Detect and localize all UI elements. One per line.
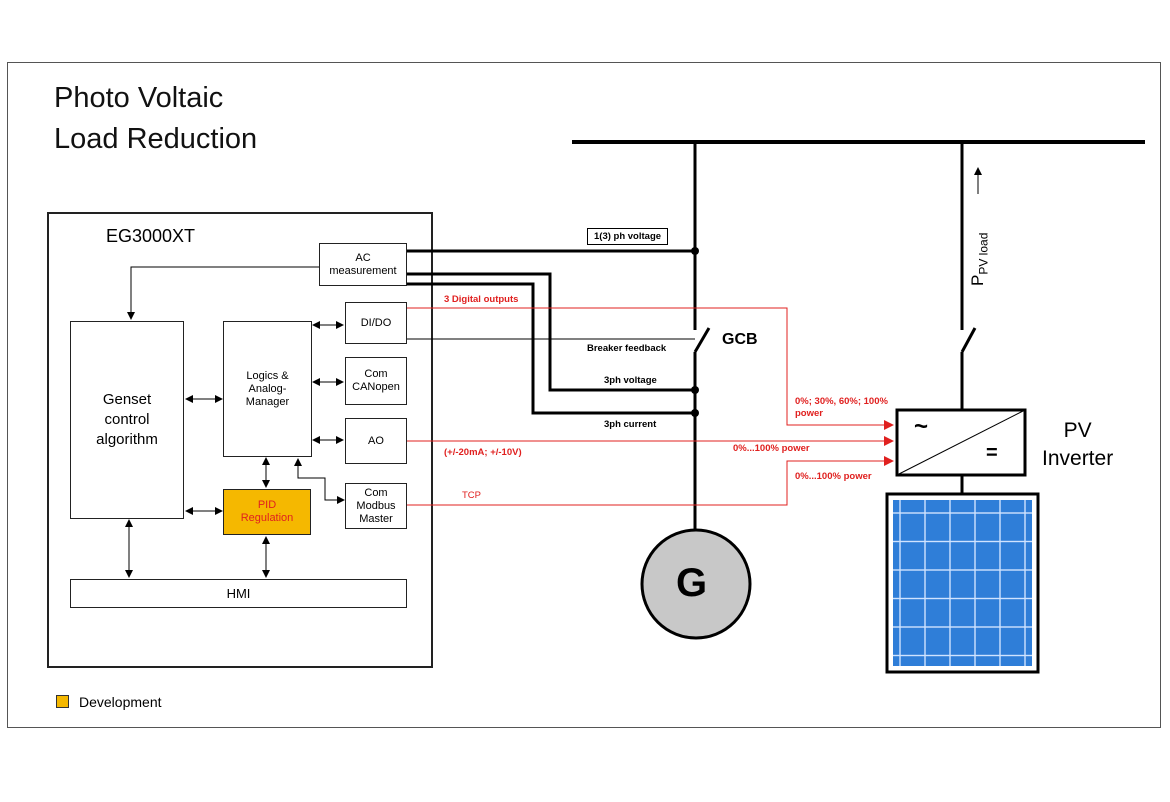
hmi-block: HMI xyxy=(70,579,407,608)
ppv-main: P xyxy=(968,274,987,286)
ph-voltage-label: 1(3) ph voltage xyxy=(587,228,669,245)
ph3-current-label: 3ph current xyxy=(604,419,657,430)
ac-to-genset-arrow xyxy=(127,266,320,320)
logics-block: Logics & Analog-Manager xyxy=(223,321,312,457)
ppv-sub: PV load xyxy=(976,232,991,275)
junction-voltage-tap xyxy=(691,247,699,255)
ac-measurement-block: AC measurement xyxy=(319,243,407,286)
ao-block: AO xyxy=(345,418,407,464)
legend-development-swatch xyxy=(56,695,69,708)
steps-label-line-2: power xyxy=(795,408,823,419)
ph3-voltage-label: 3ph voltage xyxy=(604,375,657,386)
steps-label-line-1: 0%; 30%, 60%; 100% xyxy=(795,396,888,407)
title-line-2: Load Reduction xyxy=(54,123,258,155)
pid-block: PID Regulation xyxy=(223,489,311,535)
canopen-block: Com CANopen xyxy=(345,357,407,405)
dido-block: DI/DO xyxy=(345,302,407,344)
pv-inverter-line-1: PV xyxy=(1063,419,1092,442)
gcb-switch-blade xyxy=(693,327,711,353)
pv-switch-blade xyxy=(960,327,977,353)
inverter-diagonal xyxy=(896,409,1026,476)
voltage-3ph-line xyxy=(406,272,695,392)
current-3ph-line xyxy=(406,282,695,415)
tcp-label: TCP xyxy=(462,490,481,501)
digital-outputs-line xyxy=(406,307,894,430)
junction-3ph-voltage xyxy=(691,386,699,394)
ppv-label: PPV load xyxy=(968,233,990,286)
diagram-frame xyxy=(7,62,1161,728)
ao-power-label: 0%...100% power xyxy=(733,443,810,454)
pv-inverter-label: PV Inverter xyxy=(1042,417,1113,473)
junction-3ph-current xyxy=(691,409,699,417)
modbus-block: Com Modbus Master xyxy=(345,483,407,529)
generator-letter: G xyxy=(676,561,708,605)
genset-block: Genset control algorithm xyxy=(70,321,184,519)
ao-range-label: (+/-20mA; +/-10V) xyxy=(444,447,522,458)
gcb-label: GCB xyxy=(722,331,758,348)
breaker-feedback-label: Breaker feedback xyxy=(587,343,667,354)
controller-enclosure xyxy=(47,212,433,668)
inverter-dc-symbol: = xyxy=(986,442,998,464)
inverter-ac-symbol: ~ xyxy=(914,413,929,440)
generator-symbol xyxy=(640,528,752,640)
modbus-logics-arrow xyxy=(294,458,345,504)
ph-voltage-text: 1(3) ph voltage xyxy=(594,231,662,242)
legend-development-label: Development xyxy=(79,694,162,710)
solar-cells xyxy=(893,500,1032,666)
tcp-signal-line xyxy=(406,456,894,506)
pv-inverter-line-2: Inverter xyxy=(1042,447,1114,470)
title-line-1: Photo Voltaic xyxy=(54,82,224,114)
steps-label: 0%; 30%, 60%; 100% power xyxy=(795,396,888,420)
diagram-title: Photo Voltaic Load Reduction xyxy=(54,78,257,160)
tcp-power-label: 0%...100% power xyxy=(795,471,872,482)
controller-name: EG3000XT xyxy=(106,226,196,246)
digital-outputs-label: 3 Digital outputs xyxy=(444,294,519,305)
